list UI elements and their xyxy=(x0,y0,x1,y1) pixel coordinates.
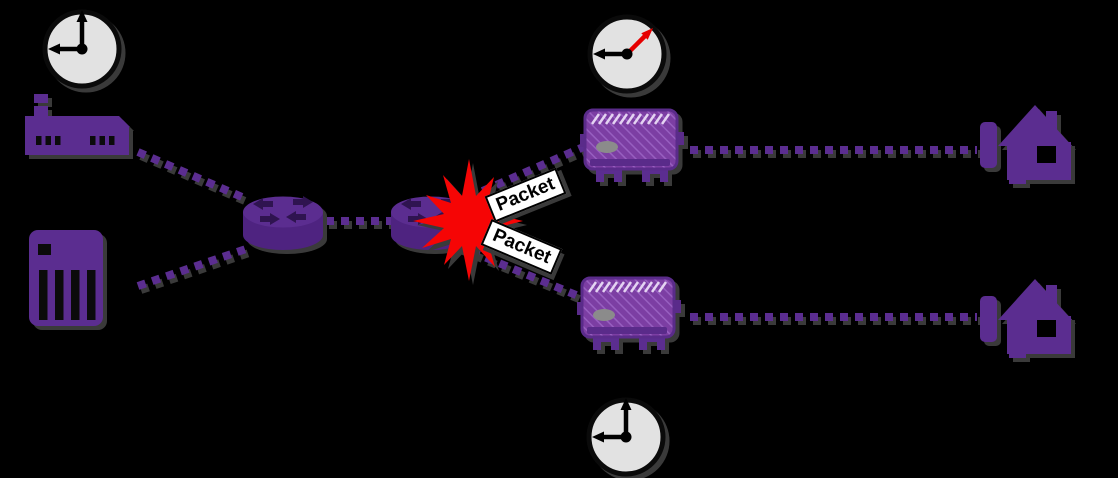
modem-foot xyxy=(639,336,665,350)
house-door xyxy=(1009,316,1026,358)
link-router-modem-top xyxy=(453,141,590,207)
device-lid xyxy=(25,116,130,127)
house-post xyxy=(980,122,997,168)
modem-bottom-vent xyxy=(587,327,667,334)
router-arrows-icon xyxy=(253,196,313,225)
server-drive-slot xyxy=(38,244,51,255)
modem-foot xyxy=(593,336,619,350)
modem-top-vents xyxy=(590,113,671,125)
house-chimney xyxy=(1046,285,1057,307)
clock-pivot xyxy=(76,43,88,55)
explosion-star xyxy=(413,159,523,281)
router-left-icon xyxy=(243,196,323,250)
house-roof xyxy=(998,279,1072,320)
modem-foot xyxy=(642,168,668,182)
server-icon xyxy=(29,230,103,326)
modem-button xyxy=(596,141,618,153)
modem-top-vents xyxy=(587,281,668,293)
house-chimney xyxy=(1046,111,1057,133)
antenna xyxy=(34,94,48,119)
house-top-icon xyxy=(980,105,1072,184)
modem-foot xyxy=(596,168,622,182)
cmts-icon xyxy=(25,94,130,155)
link-cmts-router xyxy=(136,148,244,201)
clock-pivot xyxy=(620,431,632,443)
cable-modem-bottom-icon xyxy=(577,276,681,350)
modem-ear xyxy=(678,132,684,145)
clock-top-right-icon xyxy=(587,14,667,94)
modem-button xyxy=(593,309,615,321)
collision-burst-icon xyxy=(413,159,523,281)
modem-ear xyxy=(580,134,586,147)
modem-body xyxy=(580,276,676,339)
modem-ear xyxy=(577,302,583,315)
clock-bottom-icon xyxy=(586,397,666,477)
modem-body xyxy=(583,108,679,171)
house-post xyxy=(980,296,997,342)
server-vents xyxy=(39,270,96,320)
house-roof xyxy=(998,105,1072,146)
clock-top-left-icon xyxy=(42,9,122,89)
house-door xyxy=(1009,142,1026,184)
modem-ear xyxy=(675,300,681,313)
house-window xyxy=(1037,146,1056,163)
cable-modem-top-icon xyxy=(580,108,684,182)
house-window xyxy=(1037,320,1056,337)
led-lights xyxy=(36,136,115,145)
link-server-router xyxy=(136,245,248,290)
clock-pivot xyxy=(621,48,633,60)
house-bottom-icon xyxy=(980,279,1072,358)
modem-bottom-vent xyxy=(590,159,670,166)
